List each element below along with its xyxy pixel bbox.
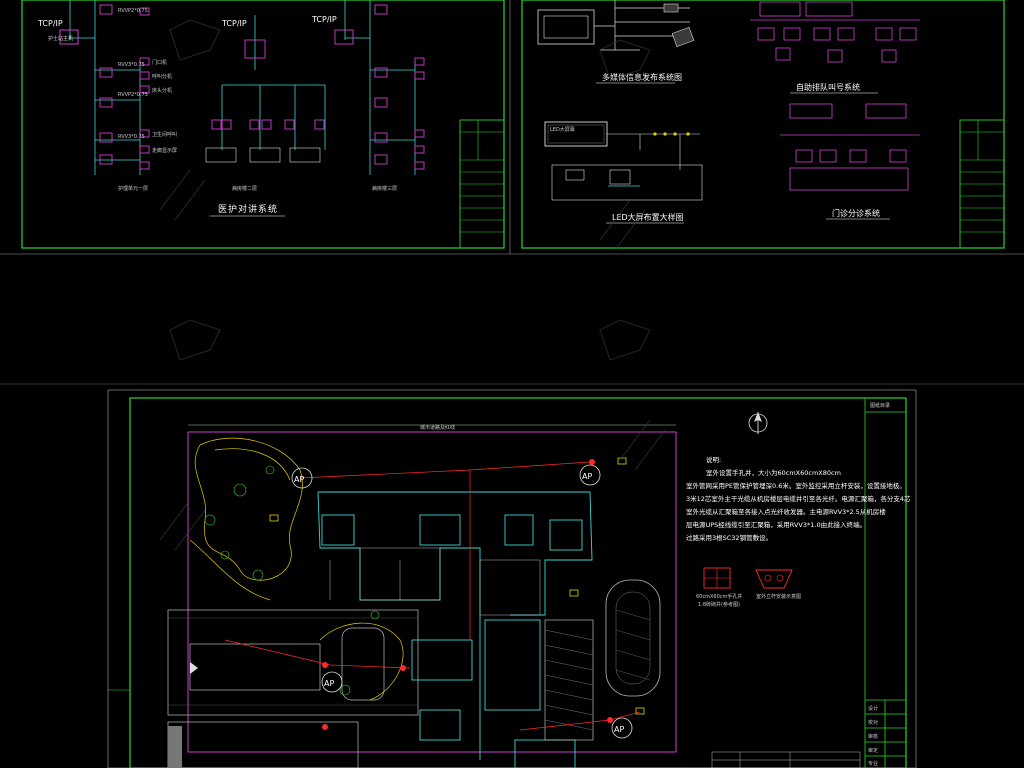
sheet-site-plan: 图纸目录 设计 校对 审核 审定 专业 城市道路及红线 bbox=[107, 389, 917, 768]
floor-label-2: 病房楼二层 bbox=[232, 185, 257, 192]
svg-text:设计: 设计 bbox=[868, 705, 878, 712]
svg-text:AP: AP bbox=[614, 725, 624, 734]
svg-text:护士站主机: 护士站主机 bbox=[48, 35, 73, 42]
title-queue-system: 自助排队叫号系统 bbox=[796, 82, 860, 92]
hatched-building bbox=[544, 579, 661, 741]
tcp-ip-label-left: TCP/IP bbox=[37, 19, 63, 28]
svg-text:床头分机: 床头分机 bbox=[152, 87, 172, 94]
svg-text:审核: 审核 bbox=[868, 733, 878, 740]
notes-heading: 说明: bbox=[706, 455, 721, 464]
top-sheet-frames bbox=[0, 0, 1024, 255]
svg-text:RVVP2*0.75: RVVP2*0.75 bbox=[118, 8, 148, 14]
design-notes: 说明: 室外设置手孔井，大小为60cmX60cmX80cm 室外管网采用PE管保… bbox=[686, 455, 911, 542]
svg-text:呼叫分机: 呼叫分机 bbox=[152, 73, 172, 80]
svg-text:1:8砖砌井(参考图): 1:8砖砌井(参考图) bbox=[698, 601, 740, 608]
svg-text:AP: AP bbox=[582, 472, 592, 481]
svg-text:3米12芯室外主干光缆从机房楼层电缆井引至各光纤。电源汇聚箱: 3米12芯室外主干光缆从机房楼层电缆井引至各光纤。电源汇聚箱，各分支4芯 bbox=[686, 494, 911, 503]
ap-marker-3: AP bbox=[321, 671, 343, 693]
svg-text:室外管网采用PE管保护管埋深0.6米。室外监控采用立杆安装，: 室外管网采用PE管保护管埋深0.6米。室外监控采用立杆安装，设置接地极。 bbox=[686, 481, 906, 490]
svg-text:门口机: 门口机 bbox=[152, 59, 167, 66]
svg-text:室外光缆从汇聚箱至各接入点光纤收发器。主电源RVV3*2.5: 室外光缆从汇聚箱至各接入点光纤收发器。主电源RVV3*2.5从机房楼 bbox=[686, 507, 886, 516]
nurse-station-host: 护士站主机 bbox=[48, 29, 79, 45]
title-media-system: 多媒体信息发布系统图 bbox=[602, 72, 682, 82]
svg-text:RVV3*0.75: RVV3*0.75 bbox=[118, 134, 145, 140]
svg-text:走廊显示屏: 走廊显示屏 bbox=[152, 147, 177, 154]
svg-text:60cmX60cm手孔井: 60cmX60cm手孔井 bbox=[696, 593, 742, 600]
svg-text:室外立杆安装示意图: 室外立杆安装示意图 bbox=[756, 593, 801, 600]
ap-marker-2: AP bbox=[579, 464, 601, 486]
floor-label-1: 护理单元一层 bbox=[118, 185, 148, 192]
svg-text:校对: 校对 bbox=[868, 719, 878, 726]
ap-marker-4: AP bbox=[611, 717, 633, 739]
svg-text:专业: 专业 bbox=[868, 760, 878, 767]
svg-text:AP: AP bbox=[324, 679, 334, 688]
tcp-ip-label-mid: TCP/IP bbox=[221, 19, 247, 28]
floor-label-3: 病房楼三层 bbox=[372, 185, 397, 192]
svg-text:过路采用3根SC32钢管敷设。: 过路采用3根SC32钢管敷设。 bbox=[686, 533, 772, 542]
sheet-multimedia-led: 多媒体信息发布系统图 LED大屏幕 LED大屏布置大样图 bbox=[521, 0, 1005, 249]
title-led-layout: LED大屏布置大样图 bbox=[612, 212, 684, 222]
north-arrow-icon bbox=[748, 412, 768, 434]
svg-text:RVVP2*0.75: RVVP2*0.75 bbox=[118, 92, 148, 98]
title-block bbox=[864, 397, 907, 768]
svg-text:卫生间呼叫: 卫生间呼叫 bbox=[152, 131, 177, 138]
svg-text:室外设置手孔井，大小为60cmX60cmX80cm: 室外设置手孔井，大小为60cmX60cmX80cm bbox=[706, 468, 841, 477]
svg-text:审定: 审定 bbox=[868, 747, 878, 754]
ap-marker-1: AP bbox=[291, 467, 313, 489]
svg-text:LED大屏幕: LED大屏幕 bbox=[550, 126, 575, 133]
watermark bbox=[159, 19, 666, 551]
road-label: 城市道路及红线 bbox=[420, 424, 455, 431]
title-clinic-triage: 门诊分诊系统 bbox=[832, 208, 880, 218]
svg-text:RVV3*0.75: RVV3*0.75 bbox=[118, 62, 145, 68]
svg-text:AP: AP bbox=[294, 475, 304, 484]
tcp-ip-label-right: TCP/IP bbox=[311, 15, 337, 24]
legend-pole-mount: 室外立杆安装示意图 bbox=[755, 569, 801, 600]
sheet-nurse-call: TCP/IP 护士站主机 bbox=[21, 0, 505, 249]
svg-text:层电源UPS经线缆引至汇聚箱，采用RVV3*1.0由此接入终: 层电源UPS经线缆引至汇聚箱，采用RVV3*1.0由此接入终端。 bbox=[686, 520, 866, 529]
legend-handhole: 60cmX60cm手孔井 1:8砖砌井(参考图) bbox=[696, 567, 742, 608]
sheet-title-nurse-call: 医护对讲系统 bbox=[218, 203, 278, 215]
title-block-header: 图纸目录 bbox=[870, 402, 890, 409]
